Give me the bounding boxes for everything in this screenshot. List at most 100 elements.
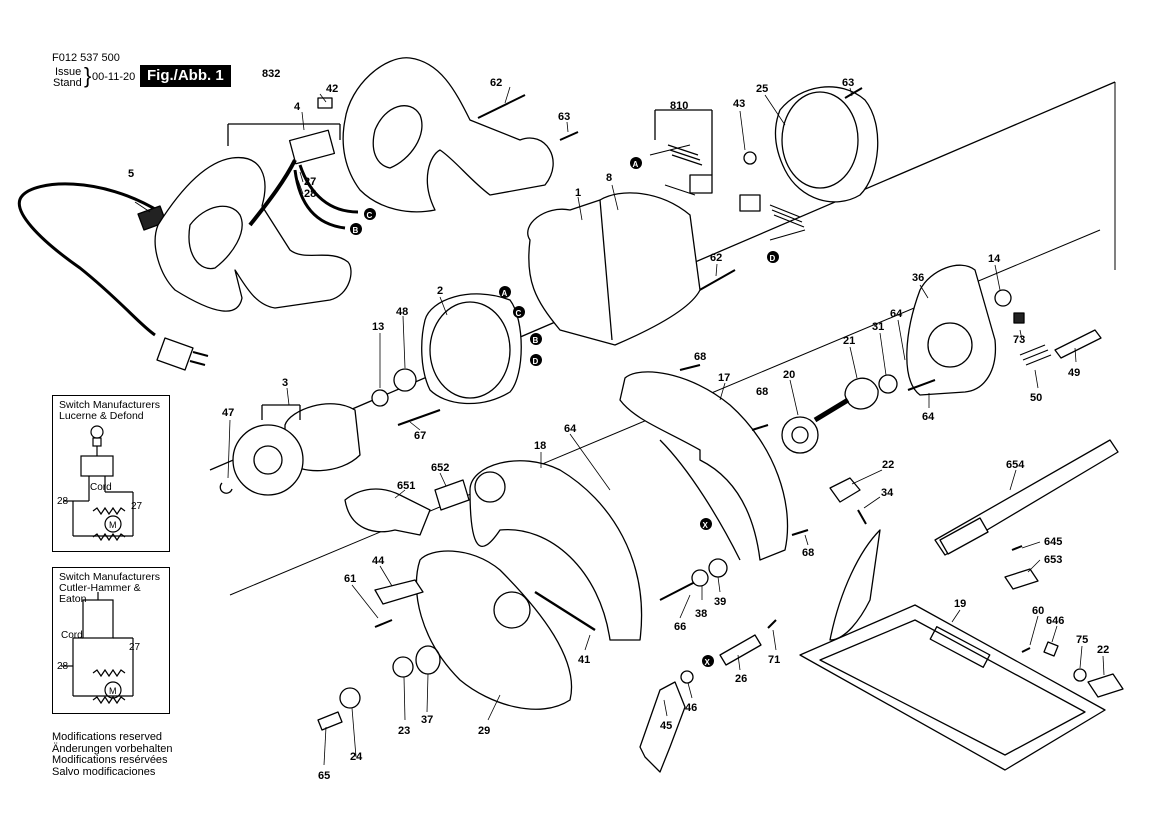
field-housing — [527, 192, 701, 346]
label-66: 66 — [674, 621, 686, 633]
label-4: 4 — [294, 101, 301, 113]
lower-blade-guard — [415, 550, 573, 710]
label-62-b: 62 — [710, 252, 722, 264]
knob-653 — [1004, 568, 1039, 590]
label-60: 60 — [1032, 605, 1044, 617]
spring-41 — [534, 590, 596, 632]
label-22-a: 22 — [882, 459, 894, 471]
motor-stator — [421, 293, 522, 405]
upper-guard-rib — [659, 439, 741, 561]
svg-text:X: X — [705, 658, 711, 667]
screw-68-upper — [679, 364, 701, 371]
label-39: 39 — [714, 596, 726, 608]
label-13: 13 — [372, 321, 384, 333]
marker-d-1: D — [767, 251, 779, 263]
brush-spring-upper — [667, 144, 703, 166]
label-2: 2 — [437, 285, 443, 297]
field-housing-seam — [599, 199, 613, 341]
spindle-lock-49 — [1054, 329, 1102, 359]
label-48: 48 — [396, 306, 408, 318]
screw-68-lower — [791, 529, 809, 536]
screw-645 — [1011, 545, 1023, 551]
screw-61 — [374, 619, 393, 628]
label-65: 65 — [318, 770, 330, 782]
label-75: 75 — [1076, 634, 1088, 646]
label-23: 23 — [398, 725, 410, 737]
modifications-line-en: Modifications reserved — [52, 731, 163, 743]
label-63-b: 63 — [842, 77, 854, 89]
marker-d-2: D — [530, 354, 542, 366]
guard-lever-44 — [374, 579, 424, 605]
label-38: 38 — [695, 608, 707, 620]
bolt-65 — [317, 711, 343, 731]
label-646: 646 — [1046, 615, 1064, 627]
svg-text:X: X — [703, 521, 709, 530]
handle-cover-opening — [372, 105, 423, 169]
switch-1-cord: Cord — [90, 482, 112, 493]
handle-cover-half — [342, 57, 554, 213]
label-68-a: 68 — [694, 351, 706, 363]
switch-box-2-title: Switch Manufacturers Cutler-Hammer & Eat… — [59, 571, 160, 605]
label-5: 5 — [128, 168, 134, 180]
bearing-48 — [393, 368, 417, 392]
part-number-labels: 832 42 4 5 27 28 62 63 1 8 810 43 25 63 … — [128, 68, 1109, 782]
screw-66 — [659, 581, 696, 601]
switch-diagram-lucerne-defond: Switch Manufacturers Lucerne & Defond M … — [52, 395, 170, 552]
handle-grip-opening — [188, 205, 243, 270]
screw-60 — [1021, 647, 1031, 653]
issue-label: Issue — [55, 66, 82, 78]
svg-text:D: D — [770, 254, 776, 263]
switch-1-num-27: 27 — [131, 501, 143, 512]
rip-fence-clamp — [939, 517, 989, 555]
label-44: 44 — [372, 555, 385, 567]
marker-x-1: X — [700, 518, 712, 530]
base-plate-inner — [819, 619, 1086, 756]
wing-nut-646 — [1043, 641, 1059, 657]
label-652: 652 — [431, 462, 449, 474]
modifications-line-de: Änderungen vorbehalten — [52, 742, 173, 755]
label-14: 14 — [988, 253, 1001, 265]
screw-68-mid — [751, 424, 769, 431]
switch-wiring-2: M Cord 27 28 — [57, 592, 141, 705]
label-71: 71 — [768, 654, 780, 666]
label-18: 18 — [534, 440, 546, 452]
label-24: 24 — [350, 751, 363, 763]
knob-22-upper — [829, 477, 861, 503]
marker-c-2: C — [513, 306, 525, 318]
clamp-lever-26 — [719, 634, 762, 666]
screw-63-endcap — [844, 87, 863, 99]
svg-text:B: B — [533, 336, 539, 345]
brush-spring-lower — [769, 204, 805, 228]
label-34: 34 — [881, 487, 894, 499]
label-64-c: 64 — [564, 423, 577, 435]
label-67: 67 — [414, 430, 426, 442]
bearing-43 — [743, 151, 757, 165]
svg-text:C: C — [516, 309, 522, 318]
connector-markers: A C B D A C B D X X — [350, 157, 779, 667]
leader-lines — [134, 86, 1105, 766]
label-68-b: 68 — [756, 386, 768, 398]
switch-unit — [288, 129, 336, 165]
wire-bundle-a — [248, 159, 297, 227]
screw-67 — [397, 409, 441, 426]
gear-housing-bore — [927, 322, 973, 368]
screw-34 — [857, 509, 867, 525]
brush-leads — [649, 144, 806, 241]
label-22-b: 22 — [1097, 644, 1109, 656]
dust-elbow-651 — [344, 488, 431, 536]
power-plug — [156, 337, 194, 371]
label-28: 28 — [304, 188, 316, 200]
label-3: 3 — [282, 377, 288, 389]
screw-62-upper — [477, 94, 526, 119]
modifications-line-fr: Modifications resérvées — [52, 754, 168, 767]
label-42: 42 — [326, 83, 338, 95]
bevel-bracket — [829, 529, 881, 641]
label-20: 20 — [783, 369, 795, 381]
knob-22-lower — [1087, 673, 1124, 698]
washer-75 — [1073, 668, 1087, 682]
issue-date: 00-11-20 — [92, 71, 136, 83]
label-19: 19 — [954, 598, 966, 610]
switch-1-motor: M — [109, 520, 117, 530]
svg-text:C: C — [367, 211, 373, 220]
bearing-13 — [371, 389, 389, 407]
